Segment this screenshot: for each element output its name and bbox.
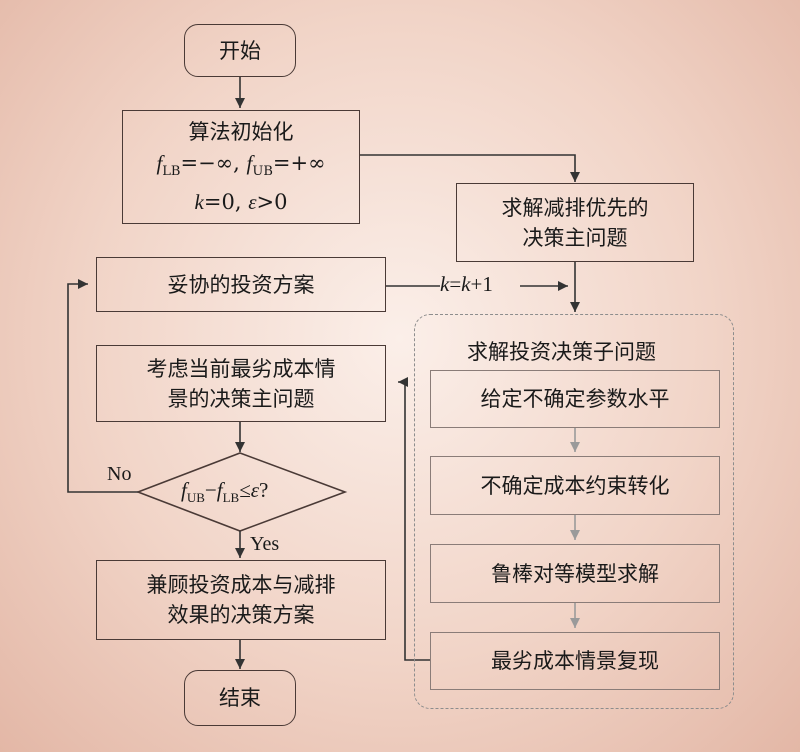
sub-step-3: 鲁棒对等模型求解 <box>430 544 720 603</box>
k-update-label: k=k+1 <box>440 272 493 296</box>
subproblem-group <box>414 314 734 709</box>
end-label: 结束 <box>219 686 261 710</box>
sub-step-4-label: 最劣成本情景复现 <box>491 649 659 673</box>
init-bounds: fLB=−∞, fUB=+∞ <box>156 150 326 179</box>
init-title: 算法初始化 <box>188 119 294 144</box>
start-node: 开始 <box>184 24 296 77</box>
subproblem-title: 求解投资决策子问题 <box>467 340 656 364</box>
sub-step-3-label: 鲁棒对等模型求解 <box>491 561 659 586</box>
sub-step-2: 不确定成本约束转化 <box>430 456 720 515</box>
emission-master-node: 求解减排优先的 决策主问题 <box>456 183 694 262</box>
yes-label: Yes <box>250 533 280 555</box>
sub-step-1-label: 给定不确定参数水平 <box>480 387 670 411</box>
sub-step-1: 给定不确定参数水平 <box>430 370 720 428</box>
compromise-node: 妥协的投资方案 <box>96 257 386 312</box>
sub-step-4: 最劣成本情景复现 <box>430 632 720 690</box>
final-line2: 效果的决策方案 <box>167 603 315 627</box>
compromise-label: 妥协的投资方案 <box>167 272 315 297</box>
final-line1: 兼顾投资成本与减排 <box>146 573 336 597</box>
worst-master-line2: 景的决策主问题 <box>167 386 315 411</box>
sub-step-2-label: 不确定成本约束转化 <box>480 473 670 498</box>
arrow-no-loop <box>67 279 138 493</box>
end-node: 结束 <box>184 670 296 726</box>
worst-master-line1: 考虑当前最劣成本情 <box>146 356 336 381</box>
final-decision-node: 兼顾投资成本与减排 效果的决策方案 <box>96 560 386 640</box>
init-params: k=0, ε>0 <box>194 189 288 214</box>
init-node: 算法初始化 fLB=−∞, fUB=+∞ k=0, ε>0 <box>122 110 360 224</box>
emission-master-line2: 决策主问题 <box>522 225 628 250</box>
decision-condition: fUB−fLB≤ε? <box>181 478 269 505</box>
arrow-subproblem-to-worst-master <box>398 377 430 661</box>
no-label: No <box>107 463 132 485</box>
start-label: 开始 <box>219 38 261 63</box>
emission-master-line1: 求解减排优先的 <box>501 195 649 220</box>
arrow-init-to-emission-master <box>360 154 580 182</box>
worst-master-node: 考虑当前最劣成本情 景的决策主问题 <box>96 345 386 422</box>
